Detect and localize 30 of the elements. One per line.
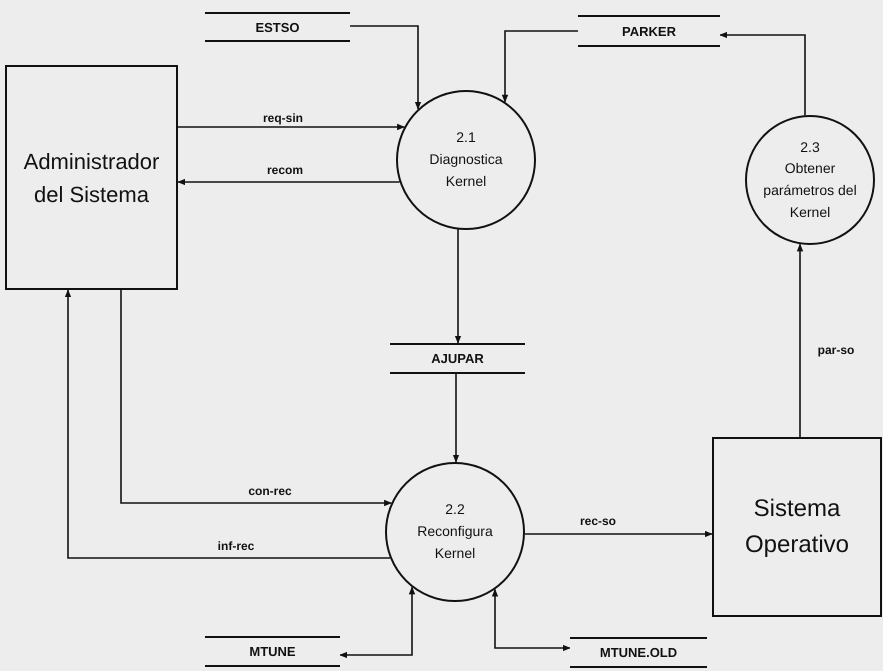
- arrow: [502, 30, 578, 103]
- arrow: [350, 25, 422, 110]
- process-name: Obtener parámetros del Kernel: [762, 159, 858, 222]
- arrow: [525, 530, 713, 538]
- store-name: MTUNE: [249, 644, 296, 659]
- arrow: [64, 289, 390, 559]
- store-name: PARKER: [622, 24, 676, 38]
- external-entity-box: [5, 65, 178, 290]
- edge-label: req-sin: [261, 111, 305, 125]
- store-name: AJUPAR: [431, 351, 484, 366]
- arrow: [339, 586, 416, 658]
- external-entity-box: [712, 437, 882, 617]
- entity-name: Sistema Operativo: [744, 494, 850, 560]
- arrow: [719, 32, 806, 116]
- process-name: Diagnostica Kernel: [428, 150, 504, 191]
- process-number: 2.1: [456, 128, 476, 148]
- process-name: Reconfigura Kernel: [416, 522, 494, 563]
- arrow: [177, 178, 400, 186]
- arrow: [120, 290, 392, 506]
- process-number: 2.3: [800, 138, 820, 157]
- arrow: [452, 374, 460, 463]
- arrow: [492, 588, 571, 652]
- store-name: ESTSO: [255, 20, 300, 34]
- arrow: [454, 230, 462, 344]
- arrow: [178, 124, 406, 130]
- arrow: [796, 243, 804, 437]
- entity-name: Administrador del Sistema: [22, 148, 160, 208]
- edge-label: inf-rec: [216, 539, 256, 553]
- store-name: MTUNE.OLD: [600, 645, 678, 660]
- process-number: 2.2: [445, 500, 465, 520]
